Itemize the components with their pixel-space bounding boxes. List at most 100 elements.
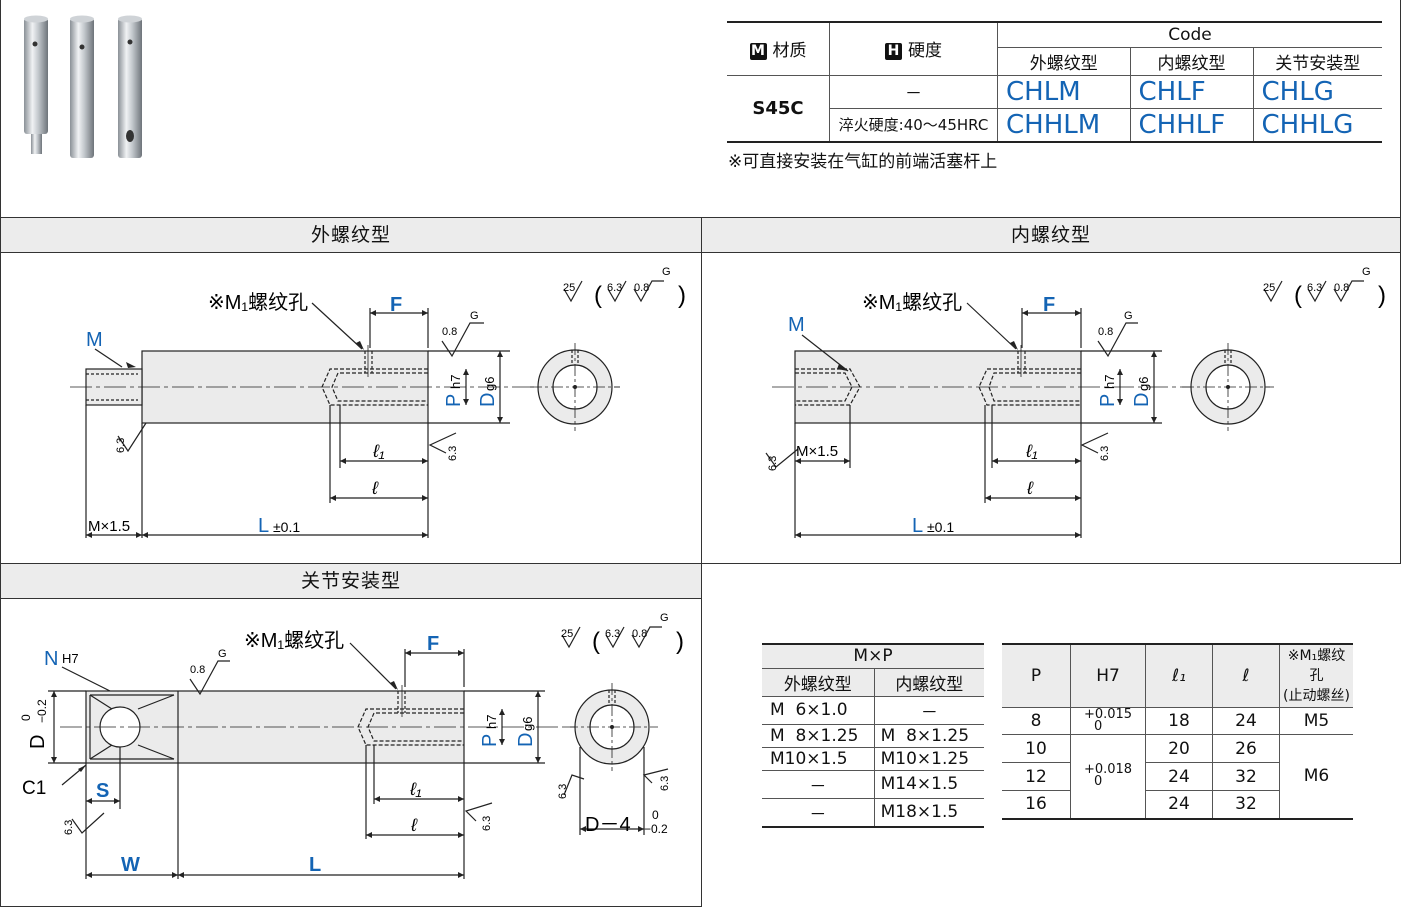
type-internal-header: 内螺纹型 <box>1130 47 1254 75</box>
roughness-25: 25 <box>1263 282 1275 294</box>
m1-cell: M6 <box>1303 766 1330 787</box>
dim-mx15: M×1.5 <box>88 518 130 535</box>
roughness-08: 0.8 <box>442 326 457 338</box>
table-row: － M14×1.5 <box>762 770 984 798</box>
dim-p: P <box>1097 394 1119 407</box>
m1-hole-label: ※M₁螺纹孔 <box>244 629 344 652</box>
l1-cell: 24 <box>1145 762 1213 791</box>
datum-g: G <box>1362 266 1371 278</box>
dim-h7: h7 <box>484 715 499 729</box>
l1-cell: 24 <box>1145 790 1213 819</box>
p-dimension-table: P H7 ℓ₁ ℓ ※M₁螺纹孔 (止动螺丝) 8 +0.015 0 18 24… <box>1002 643 1353 820</box>
h7-upper: +0.015 <box>1083 707 1133 722</box>
datum-g: G <box>1124 310 1133 322</box>
external-section-title: 外螺纹型 <box>1 218 701 253</box>
dim-f: F <box>427 633 439 655</box>
dim-L-tol: ±0.1 <box>273 519 300 535</box>
hardness-value: － <box>829 75 998 108</box>
roughness-63: 6.3 <box>115 438 127 453</box>
m1-header: ※M₁螺纹孔 <box>1287 648 1346 684</box>
dim-g6: g6 <box>520 717 535 731</box>
table-row: M10×1.5 M10×1.25 <box>762 747 984 770</box>
dim-l1: ℓ₁ <box>1025 441 1038 461</box>
roughness-63: 6.3 <box>1099 446 1111 461</box>
l1-cell: 18 <box>1145 707 1213 735</box>
l-cell: 26 <box>1212 734 1280 763</box>
roughness-63: 6.3 <box>607 282 622 294</box>
top-frame <box>0 0 1401 218</box>
tol-upper: 0 <box>19 714 33 721</box>
code-cell: CHHLM <box>997 108 1131 142</box>
hardness-value: 淬火硬度:40～45HRC <box>829 108 998 142</box>
code-cell: CHHLF <box>1130 108 1254 142</box>
material-value: S45C <box>727 75 830 142</box>
roughness-63: 6.3 <box>767 456 779 471</box>
table-row: M 8×1.25 M 8×1.25 <box>762 724 984 747</box>
roughness-63: 6.3 <box>447 446 459 461</box>
roughness-63: 6.3 <box>1307 282 1322 294</box>
dim-l: ℓ <box>410 815 418 835</box>
table-row: 10 +0.018 0 20 26 M6 <box>1002 734 1353 819</box>
p-header: P <box>1002 644 1071 708</box>
dim-h7: h7 <box>448 375 463 389</box>
l-cell: 32 <box>1212 762 1280 791</box>
roughness-25: 25 <box>561 628 573 640</box>
p-cell: 10 <box>1002 734 1071 763</box>
tol-lower: −0.2 <box>644 822 668 836</box>
dim-L-tol: ±0.1 <box>927 519 954 535</box>
paren-open: ( <box>594 282 602 309</box>
roughness-63: 6.3 <box>481 816 493 831</box>
code-cell: CHLF <box>1130 75 1254 108</box>
joint-mount-drawing: ※M₁螺纹孔 F N H7 P h7 D g6 D 0 −0.2 C1 S ℓ₁… <box>19 612 684 879</box>
tol-upper: 0 <box>652 808 659 822</box>
paren-close: ) <box>676 628 684 655</box>
l1-header: ℓ₁ <box>1145 644 1213 708</box>
datum-g: G <box>470 310 479 322</box>
roughness-63: 6.3 <box>557 784 569 799</box>
dim-h7: h7 <box>1102 375 1117 389</box>
table-row: － M18×1.5 <box>762 798 984 827</box>
paren-open: ( <box>592 628 600 655</box>
l-cell: 32 <box>1212 790 1280 819</box>
l-header: ℓ <box>1212 644 1280 708</box>
dim-g6: g6 <box>1136 377 1151 391</box>
dim-g6: g6 <box>482 377 497 391</box>
paren-close: ) <box>1378 282 1386 309</box>
p-cell: 16 <box>1002 790 1071 819</box>
table-row: 8 +0.015 0 18 24 M5 <box>1002 707 1353 735</box>
mxp-cell: M 8×1.25 <box>880 725 970 746</box>
h7-lower: 0 <box>1094 774 1103 790</box>
internal-thread-drawing: ※M₁螺纹孔 F M P h7 D g6 ℓ₁ ℓ L ±0.1 M×1.5 6… <box>765 266 1386 538</box>
roughness-63: 6.3 <box>605 628 620 640</box>
l-cell: 24 <box>1212 707 1280 735</box>
dim-f: F <box>1043 294 1055 316</box>
dim-l1: ℓ₁ <box>372 441 385 461</box>
datum-g: G <box>660 612 669 624</box>
roughness-25: 25 <box>563 282 575 294</box>
dim-d4: D－4 <box>585 814 631 836</box>
roughness-08: 0.8 <box>632 628 647 640</box>
code-cell: CHLG <box>1261 76 1334 107</box>
roughness-08: 0.8 <box>634 282 649 294</box>
dim-d: D <box>477 393 499 407</box>
dim-f: F <box>390 294 402 316</box>
dim-L: L <box>309 854 321 876</box>
mxp-table: M×P 外螺纹型 内螺纹型 M 6×1.0 － M 8×1.25 M 8×1.2… <box>762 643 984 828</box>
material-label: 材质 <box>772 41 807 62</box>
h7-header: H7 <box>1070 644 1146 708</box>
roughness-63: 6.3 <box>659 776 671 791</box>
m1-cell: M5 <box>1303 711 1330 731</box>
p-cell: 12 <box>1002 762 1071 791</box>
dim-n-h7: H7 <box>62 651 79 666</box>
m1-hole-label: ※M₁螺纹孔 <box>208 291 308 314</box>
dim-p: P <box>443 394 465 407</box>
dim-L: L <box>912 515 923 537</box>
dim-n: N <box>44 648 58 670</box>
mxp-cell: － <box>762 770 875 798</box>
datum-g: G <box>662 266 671 278</box>
mxp-cell: M10×1.5 <box>762 747 875 770</box>
dim-d: D <box>515 733 537 747</box>
dim-p: P <box>479 734 501 747</box>
dim-l: ℓ <box>371 478 379 498</box>
